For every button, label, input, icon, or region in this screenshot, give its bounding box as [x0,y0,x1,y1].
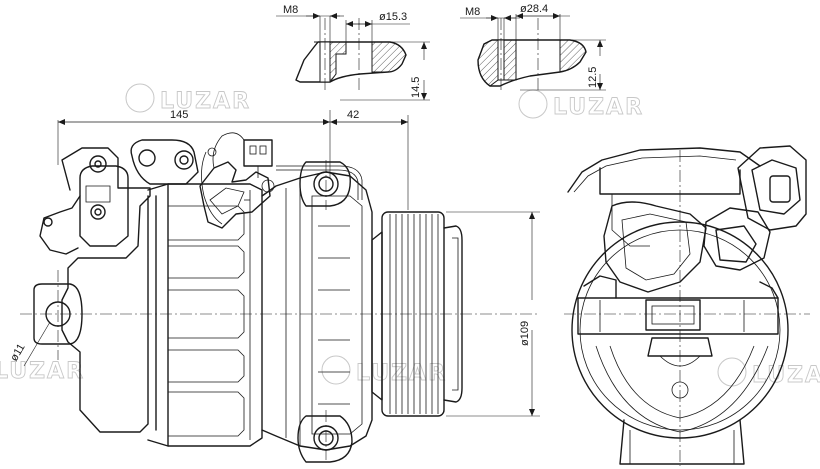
watermark-text: LUZAR [0,359,85,384]
detail-a-height-label: 14.5 [410,77,422,98]
watermark-text: LUZAR [553,95,644,120]
compressor-side-view: 145 42 ø11 [8,109,540,463]
watermark-bottom-left: LUZAR [0,359,85,385]
detail-a-thread-label: M8 [283,4,298,16]
watermark-text: LUZAR [356,361,447,386]
detail-a-diameter-label: ø15.3 [379,11,407,23]
pulley-diameter-label: ø109 [519,321,531,346]
detail-port-a: M8 ø15.3 14.5 [276,4,430,101]
detail-port-b: M8 ø28.4 12.5 [460,3,606,92]
watermark-top-left: LUZAR [125,83,251,114]
pulley-offset-label: 42 [347,109,359,121]
detail-b-height-label: 12.5 [587,67,599,88]
detail-b-diameter-label: ø28.4 [520,3,548,15]
watermark-bottom-right: LUZAR [717,357,820,388]
detail-b-thread-label: M8 [465,6,480,18]
watermark-text: LUZAR [160,89,251,114]
mount-hole [45,301,71,327]
length-dimension-label: 145 [170,109,188,121]
watermark-bottom-center: LUZAR [321,355,447,386]
watermark-text: LUZAR [752,363,820,388]
watermark-top-right: LUZAR [518,89,644,120]
watermark-group: LUZAR LUZAR LUZAR LUZAR LUZAR [0,83,820,388]
compressor-front-view [564,145,810,466]
pulley-grooves [389,214,439,414]
